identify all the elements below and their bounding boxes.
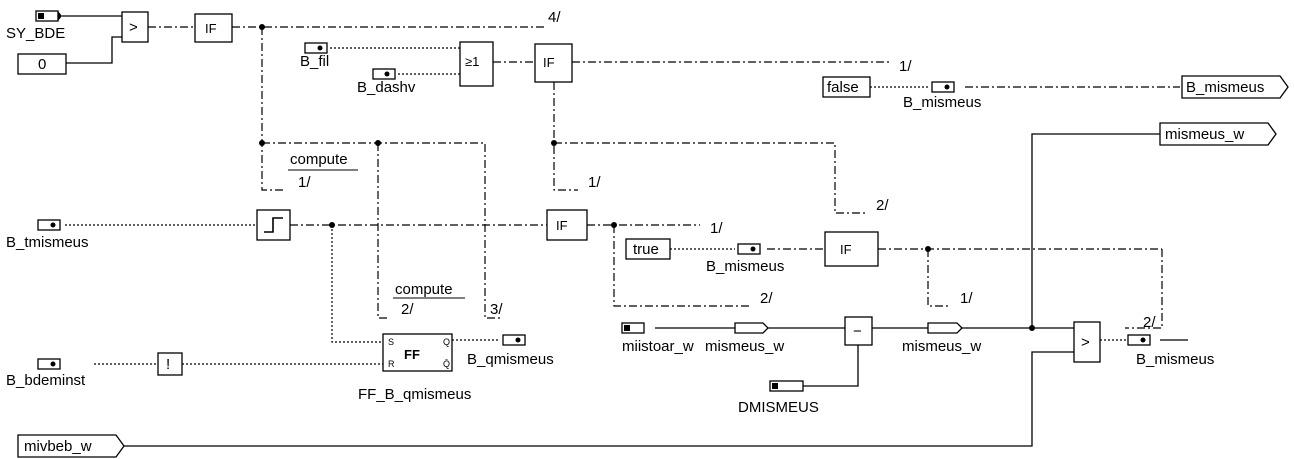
b-mismeus-var-a[interactable]: B_mismeus: [903, 81, 981, 111]
gt-top-label: >: [129, 19, 138, 36]
dmismeus-param[interactable]: DMISMEUS: [738, 380, 819, 416]
b-mismeus-var-c[interactable]: B_mismeus: [1127, 334, 1214, 368]
or-block[interactable]: ≥1: [459, 41, 494, 87]
seq-1a: 1/: [899, 58, 912, 75]
ff-label: FF: [404, 347, 420, 362]
const-zero[interactable]: 0: [17, 53, 67, 75]
minus-block[interactable]: −: [844, 316, 873, 346]
mismeus-w-var-a[interactable]: mismeus_w: [705, 322, 784, 355]
sy-bde-input[interactable]: SY_BDE: [6, 10, 65, 42]
b-mismeus-output[interactable]: B_mismeus: [1181, 75, 1289, 99]
b-tmismeus-input[interactable]: B_tmismeus: [6, 219, 89, 251]
mivbeb-w-input[interactable]: mivbeb_w: [17, 434, 125, 458]
gt-bottom-label: >: [1081, 334, 1090, 351]
if-2-label: IF: [543, 55, 555, 70]
miistoar-w-input[interactable]: miistoar_w: [621, 322, 694, 355]
compute-label-2: compute: [395, 281, 453, 298]
seq-2d: 2/: [1143, 314, 1156, 331]
mismeus-w-a-label: mismeus_w: [705, 338, 784, 355]
edge-detect-block[interactable]: [256, 209, 291, 241]
const-true-label: true: [633, 241, 659, 258]
ff-name: FF_B_qmismeus: [358, 386, 471, 403]
b-qmismeus-label: B_qmismeus: [467, 351, 554, 368]
dmismeus-label: DMISMEUS: [738, 399, 819, 416]
b-mismeus-var-b[interactable]: B_mismeus: [706, 243, 784, 275]
seq-1e: 1/: [960, 290, 973, 307]
ff-block[interactable]: S R Q Q̄ FF FF_B_qmismeus: [358, 333, 471, 403]
b-dashv-input[interactable]: B_dashv: [357, 68, 416, 96]
b-dashv-label: B_dashv: [357, 79, 416, 96]
seq-1b: 1/: [298, 174, 311, 191]
b-tmismeus-label: B_tmismeus: [6, 234, 89, 251]
seq-4: 4/: [548, 9, 561, 26]
b-mismeus-b-label: B_mismeus: [706, 258, 784, 275]
minus-label: −: [853, 323, 862, 340]
or-label: ≥1: [465, 54, 479, 69]
seq-3: 3/: [490, 301, 503, 318]
mismeus-w-output-label: mismeus_w: [1165, 126, 1244, 143]
if-block-4[interactable]: IF: [824, 231, 879, 267]
b-fil-input[interactable]: B_fil: [300, 42, 329, 70]
if-4-label: IF: [840, 242, 852, 257]
b-qmismeus-var[interactable]: B_qmismeus: [467, 334, 554, 368]
b-bdeminst-label: B_bdeminst: [6, 372, 86, 389]
signal-wires: [62, 15, 1188, 447]
b-mismeus-a-label: B_mismeus: [903, 94, 981, 111]
compute-label-1: compute: [290, 151, 348, 168]
seq-1c: 1/: [588, 174, 601, 191]
const-zero-label: 0: [38, 56, 46, 73]
sy-bde-label: SY_BDE: [6, 25, 65, 42]
mismeus-w-var-b[interactable]: mismeus_w: [902, 322, 981, 355]
miistoar-w-label: miistoar_w: [622, 338, 694, 355]
control-wires: [148, 26, 1180, 329]
mismeus-w-output[interactable]: mismeus_w: [1159, 122, 1277, 146]
junctions: [259, 24, 1035, 331]
mismeus-w-b-label: mismeus_w: [902, 338, 981, 355]
ff-r-pin: R: [388, 359, 395, 369]
seq-1d: 1/: [710, 220, 723, 237]
seq-2a: 2/: [876, 197, 889, 214]
not-block[interactable]: !: [157, 352, 183, 376]
const-false-label: false: [827, 79, 859, 96]
if-block-3[interactable]: IF: [546, 209, 588, 241]
mivbeb-w-label: mivbeb_w: [24, 438, 92, 455]
b-mismeus-output-label: B_mismeus: [1186, 79, 1264, 96]
data-wires: [65, 47, 1128, 365]
ff-s-pin: S: [388, 337, 394, 347]
b-mismeus-c-label: B_mismeus: [1136, 351, 1214, 368]
if-3-label: IF: [556, 218, 568, 233]
if-block-1[interactable]: IF: [194, 13, 233, 43]
b-bdeminst-input[interactable]: B_bdeminst: [6, 358, 86, 389]
const-false[interactable]: false: [822, 76, 871, 98]
const-true[interactable]: true: [625, 238, 671, 260]
b-fil-label: B_fil: [300, 53, 329, 70]
not-label: !: [166, 356, 170, 373]
if-1-label: IF: [205, 21, 217, 36]
ff-qn-pin: Q̄: [443, 359, 450, 369]
if-block-2[interactable]: IF: [534, 43, 573, 83]
seq-2b: 2/: [401, 301, 414, 318]
ff-q-pin: Q: [443, 337, 450, 347]
gt-block-bottom[interactable]: >: [1073, 321, 1101, 363]
gt-block-top[interactable]: >: [121, 11, 149, 43]
seq-2c: 2/: [760, 290, 773, 307]
